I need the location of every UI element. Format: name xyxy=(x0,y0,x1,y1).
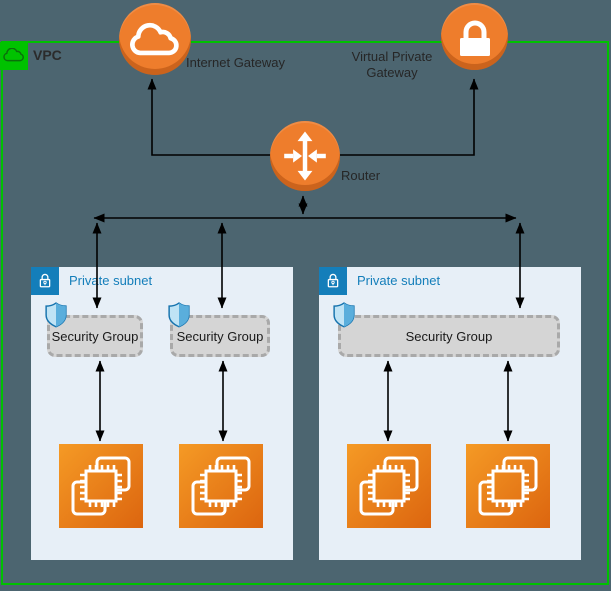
vpc-boundary[interactable] xyxy=(1,41,609,585)
internet-gateway-node[interactable] xyxy=(119,3,191,75)
subnet-label: Private subnet xyxy=(357,273,441,288)
security-group-label: Security Group xyxy=(51,328,139,344)
ec2-instance-3[interactable] xyxy=(347,444,431,528)
ec2-instances-icon xyxy=(179,444,263,528)
router-label: Router xyxy=(341,168,381,183)
vpc-label: VPC xyxy=(33,47,62,63)
shield-icon xyxy=(333,302,355,328)
ec2-instance-1[interactable] xyxy=(59,444,143,528)
router-node[interactable] xyxy=(270,121,340,191)
ec2-instances-icon xyxy=(59,444,143,528)
subnet-lock-icon xyxy=(319,267,347,295)
virtual-private-gateway-label: Virtual Private Gateway xyxy=(348,49,436,81)
subnet-label: Private subnet xyxy=(69,273,153,288)
security-group-label: Security Group xyxy=(405,328,493,344)
internet-gateway-label: Internet Gateway xyxy=(186,55,285,70)
vpg-label-line1: Virtual Private xyxy=(351,49,433,64)
subnet-lock-icon xyxy=(31,267,59,295)
router-arrows-icon xyxy=(284,131,326,181)
cloud-icon xyxy=(130,22,179,56)
vpc-icon xyxy=(0,42,28,70)
lock-icon xyxy=(459,20,490,56)
ec2-instances-icon xyxy=(347,444,431,528)
shield-icon xyxy=(168,302,190,328)
security-group-3[interactable]: Security Group xyxy=(338,315,560,357)
ec2-instances-icon xyxy=(466,444,550,528)
vpc-cloud-glyph xyxy=(3,48,24,62)
shield-icon xyxy=(45,302,67,328)
vpg-label-line2: Gateway xyxy=(366,65,418,80)
virtual-private-gateway-node[interactable] xyxy=(441,3,508,70)
security-group-label: Security Group xyxy=(176,328,264,344)
ec2-instance-2[interactable] xyxy=(179,444,263,528)
ec2-instance-4[interactable] xyxy=(466,444,550,528)
